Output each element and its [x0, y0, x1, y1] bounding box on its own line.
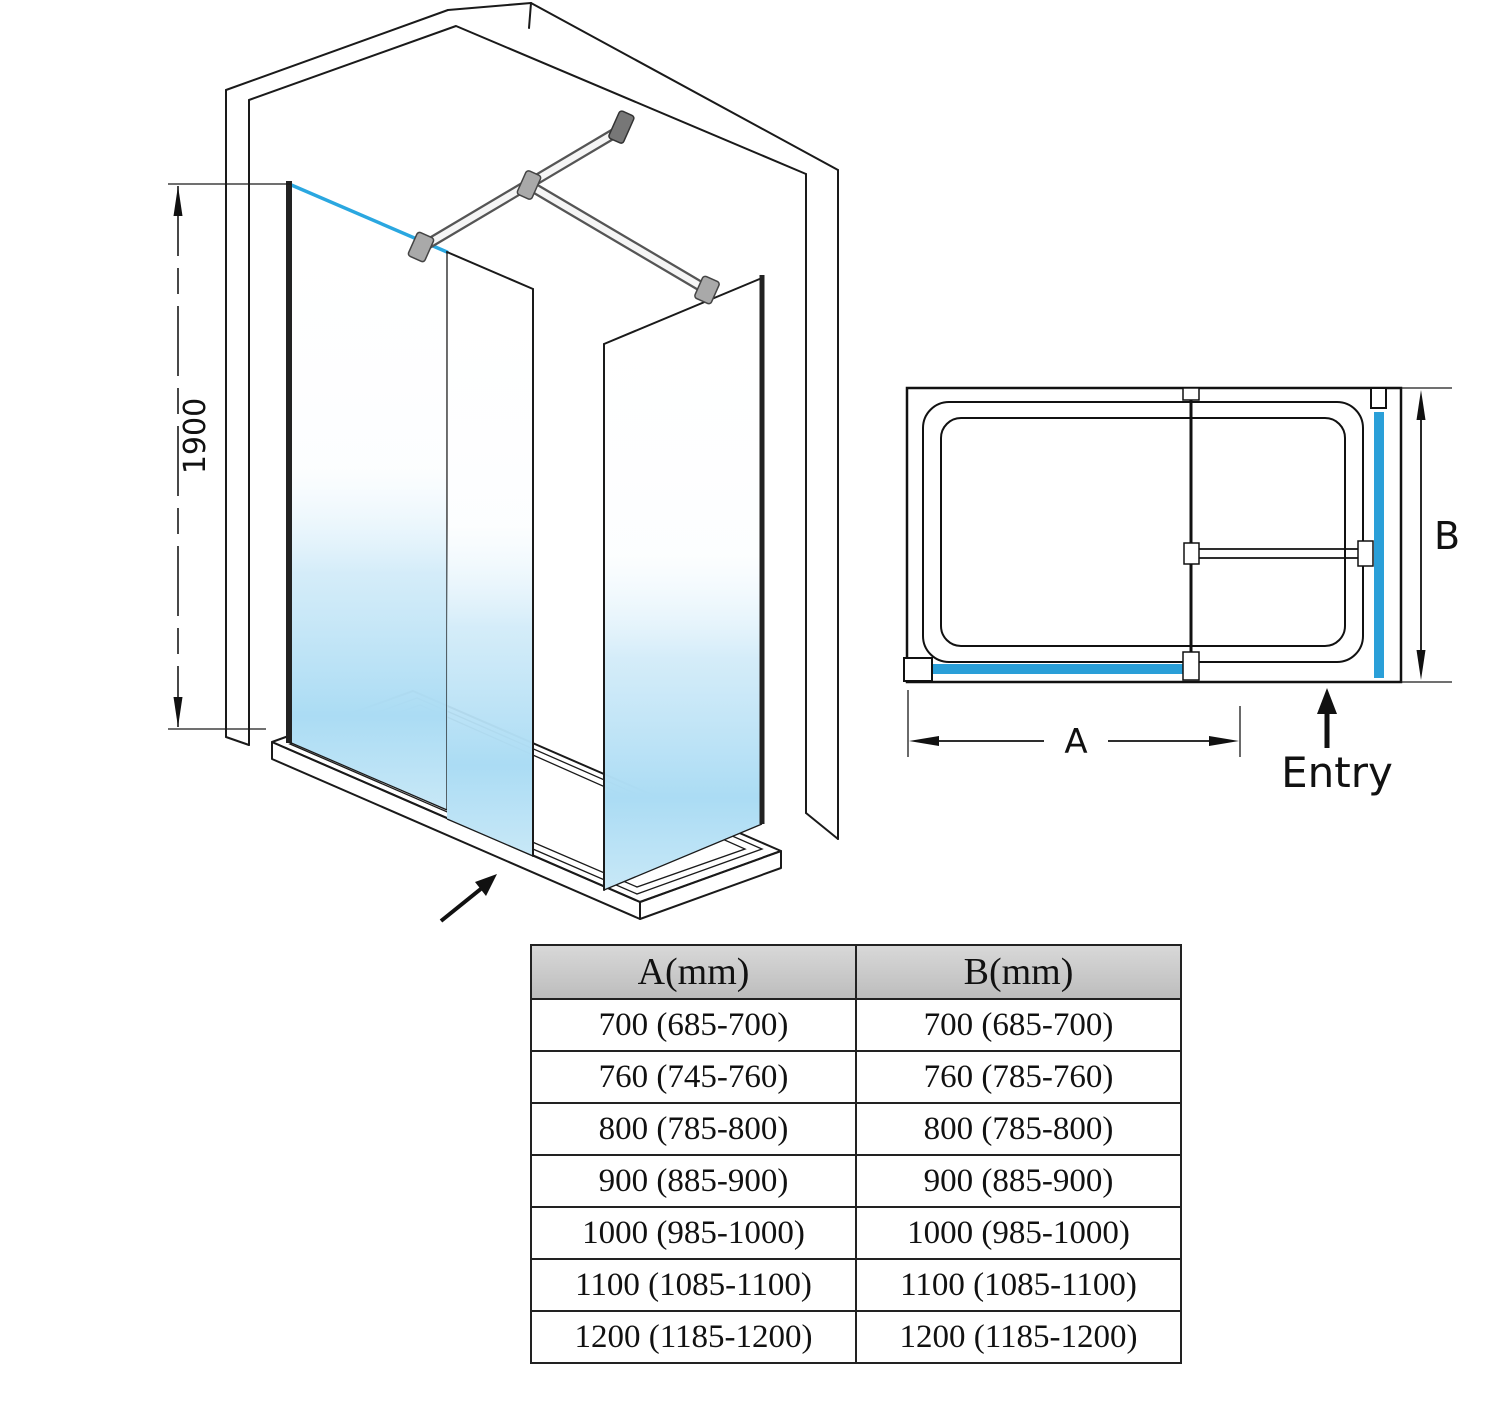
dimension-b: B [1416, 390, 1460, 680]
isometric-view: 1900 [168, 2, 839, 923]
dimension-b-label: B [1434, 514, 1460, 558]
height-dimension-label: 1900 [178, 398, 213, 474]
glass-panel-return [603, 275, 765, 891]
table-row: 1100 (1085-1100)1100 (1085-1100) [530, 1258, 1182, 1312]
table-row: 1000 (985-1000)1000 (985-1000) [530, 1206, 1182, 1260]
plan-tray [922, 401, 1364, 663]
walls [225, 2, 839, 840]
size-table-header-row: A(mm) B(mm) [530, 944, 1182, 1000]
col-header-b: B(mm) [855, 944, 1182, 1000]
glass-clamp [407, 231, 435, 263]
plan-glass-front [916, 664, 1194, 674]
table-cell: 1000 (985-1000) [530, 1206, 857, 1260]
table-cell: 1200 (1185-1200) [855, 1310, 1182, 1364]
table-cell: 1100 (1085-1100) [855, 1258, 1182, 1312]
plan-glass-clamp [1182, 651, 1200, 681]
support-bars [407, 110, 720, 305]
table-row: 700 (685-700)700 (685-700) [530, 998, 1182, 1052]
entry-indicator: Entry [1281, 688, 1393, 797]
size-table: A(mm) B(mm) 700 (685-700)700 (685-700)76… [530, 944, 1182, 1364]
table-cell: 1200 (1185-1200) [530, 1310, 857, 1364]
table-cell: 1100 (1085-1100) [530, 1258, 857, 1312]
plan-wall-profile-left [903, 657, 933, 682]
table-row: 900 (885-900)900 (885-900) [530, 1154, 1182, 1208]
table-cell: 900 (885-900) [530, 1154, 857, 1208]
table-cell: 800 (785-800) [855, 1102, 1182, 1156]
height-dimension: 1900 [168, 183, 291, 730]
table-cell: 700 (685-700) [855, 998, 1182, 1052]
dimension-a: A [907, 690, 1241, 762]
plan-support-bar [1182, 387, 1374, 668]
table-row: 800 (785-800)800 (785-800) [530, 1102, 1182, 1156]
table-cell: 900 (885-900) [855, 1154, 1182, 1208]
glass-clamp [694, 275, 720, 305]
table-cell: 800 (785-800) [530, 1102, 857, 1156]
dimension-a-label: A [1064, 722, 1087, 762]
glass-panel-left [286, 181, 449, 811]
plan-wall-profile-top [1370, 387, 1387, 409]
col-header-a: A(mm) [530, 944, 857, 1000]
plan-view: A B Entry [903, 386, 1460, 797]
table-cell: 760 (785-760) [855, 1050, 1182, 1104]
size-table-body: 700 (685-700)700 (685-700)760 (745-760)7… [530, 998, 1182, 1364]
cross-clamp [516, 170, 542, 200]
wall-mount-bracket [608, 110, 635, 144]
table-row: 760 (745-760)760 (785-760) [530, 1050, 1182, 1104]
table-cell: 700 (685-700) [530, 998, 857, 1052]
entry-arrow-iso [439, 874, 497, 923]
glass-panel-front [446, 251, 534, 857]
table-cell: 1000 (985-1000) [855, 1206, 1182, 1260]
table-cell: 760 (745-760) [530, 1050, 857, 1104]
table-row: 1200 (1185-1200)1200 (1185-1200) [530, 1310, 1182, 1364]
plan-outline [905, 386, 1452, 684]
plan-glass-side [1374, 412, 1384, 678]
entry-label: Entry [1281, 748, 1393, 797]
